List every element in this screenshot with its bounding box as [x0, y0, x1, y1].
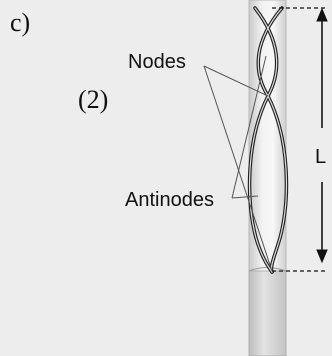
length-label: L — [315, 146, 326, 168]
arrowhead-up-icon — [316, 7, 328, 22]
wave-curve-a-highlight — [248, 7, 278, 273]
nodes-pointer-2 — [203, 65, 273, 272]
callout-lines — [203, 55, 273, 272]
liquid-column — [248, 270, 287, 356]
length-arrow — [316, 7, 328, 264]
antinodes-pointer-1 — [231, 55, 267, 199]
arrowhead-down-icon — [316, 249, 328, 264]
standing-wave — [247, 6, 289, 274]
case-label: (2) — [78, 85, 108, 114]
antinodes-pointer-2 — [231, 195, 259, 199]
antinodes-label: Antinodes — [125, 189, 214, 211]
nodes-label: Nodes — [128, 51, 186, 73]
wave-curve-b-highlight — [257, 7, 288, 273]
panel-label: c) — [10, 8, 30, 37]
